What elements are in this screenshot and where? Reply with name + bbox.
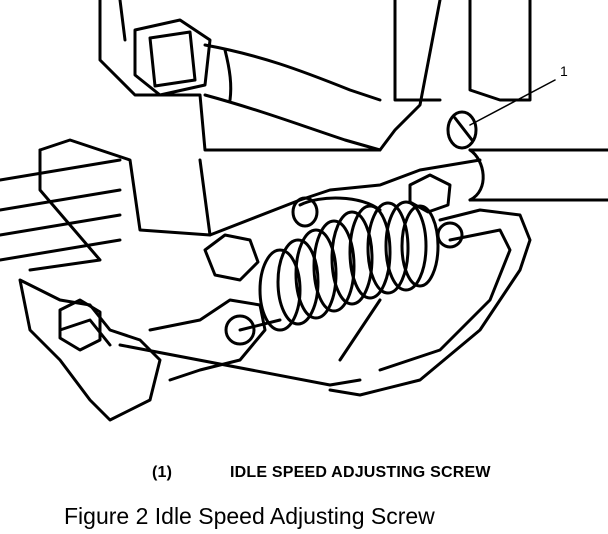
throttle-hex-nut: [58, 298, 102, 352]
throttle-lever: [148, 298, 267, 382]
fast-idle-cam: [328, 208, 532, 397]
left-rod-upper: [0, 158, 122, 182]
legend-entry: (1) IDLE SPEED ADJUSTING SCREW: [152, 464, 491, 482]
throttle-body: [38, 138, 482, 237]
callout-leader: [469, 79, 556, 126]
idle-speed-adjusting-screw: [446, 110, 478, 150]
return-spring: [258, 200, 440, 332]
left-rod-lower: [0, 213, 122, 237]
carburetor-illustration: 1: [0, 0, 608, 422]
legend-text: IDLE SPEED ADJUSTING SCREW: [230, 464, 491, 481]
figure-caption: Figure 2 Idle Speed Adjusting Screw: [64, 503, 435, 529]
upper-housing: [98, 0, 442, 152]
callout-label-1: 1: [560, 63, 568, 79]
top-nut: [133, 18, 212, 97]
linkage-rod: [118, 343, 362, 387]
legend-number: (1): [152, 464, 173, 481]
spring-mount-nut: [203, 233, 260, 282]
